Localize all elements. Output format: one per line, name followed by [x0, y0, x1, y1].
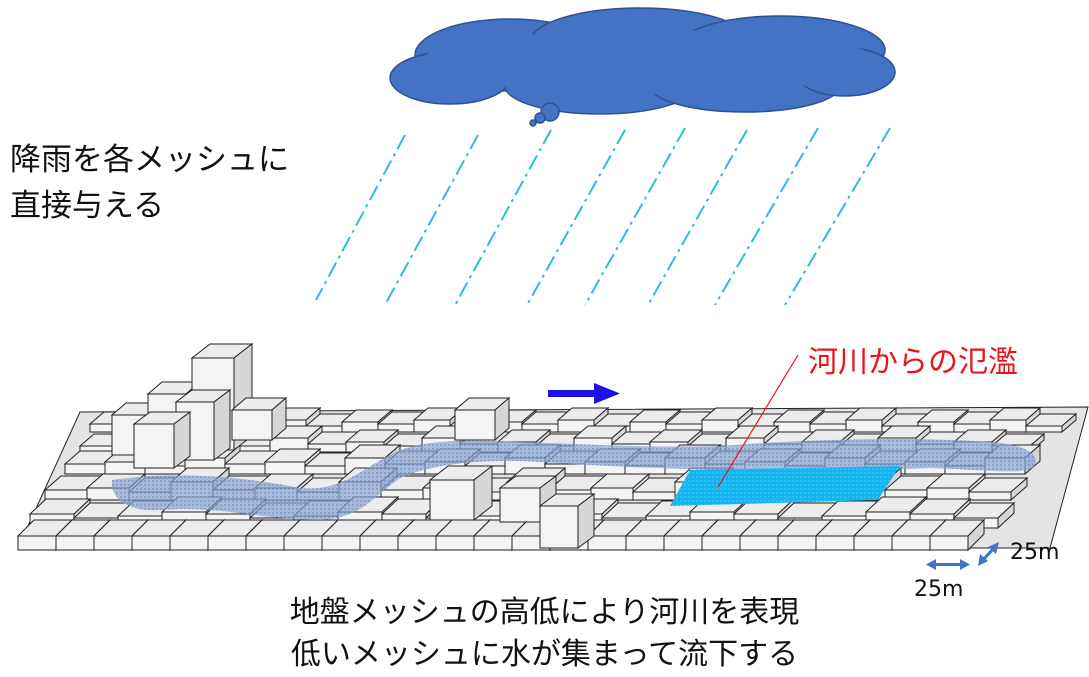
- flood-label: 河川からの氾濫: [808, 345, 1018, 380]
- mesh-block: [538, 493, 596, 549]
- rain-label-line-1: 降雨を各メッシュに: [10, 142, 289, 178]
- mesh-block: [967, 476, 1029, 502]
- mesh-block: [428, 464, 494, 522]
- caption: 地盤メッシュの高低により河川を表現 低いメッシュに水が集まって流下する: [0, 592, 1089, 676]
- rain-label: 降雨を各メッシュに 直接与える: [10, 137, 289, 229]
- mesh-block: [928, 518, 986, 552]
- double-arrow-icon: [978, 542, 999, 566]
- mesh-block: [1024, 412, 1078, 434]
- arrow-right-icon: [548, 383, 620, 404]
- river-water: [111, 439, 1036, 520]
- mesh-block: [263, 447, 322, 476]
- mesh-block: [230, 396, 288, 442]
- cloud-icon: [389, 7, 896, 127]
- mesh-block: [132, 411, 192, 469]
- caption-line-1: 地盤メッシュの高低により河川を表現: [289, 595, 800, 630]
- mesh-block: [925, 472, 987, 502]
- flood-leader-line: [717, 354, 799, 488]
- mesh-block: [396, 518, 454, 552]
- double-arrow-icon: [926, 559, 970, 570]
- rain-label-line-2: 直接与える: [10, 188, 165, 224]
- caption-line-2: 低いメッシュに水が集まって流下する: [290, 637, 799, 672]
- flood-area: [670, 466, 900, 506]
- mesh-block: [556, 406, 610, 434]
- mesh-block: [434, 518, 492, 552]
- mesh-block: [453, 396, 511, 442]
- mesh-width-label: 25m: [914, 577, 964, 602]
- rain-lines: [315, 127, 891, 306]
- mesh-depth-label: 25m: [1010, 540, 1060, 565]
